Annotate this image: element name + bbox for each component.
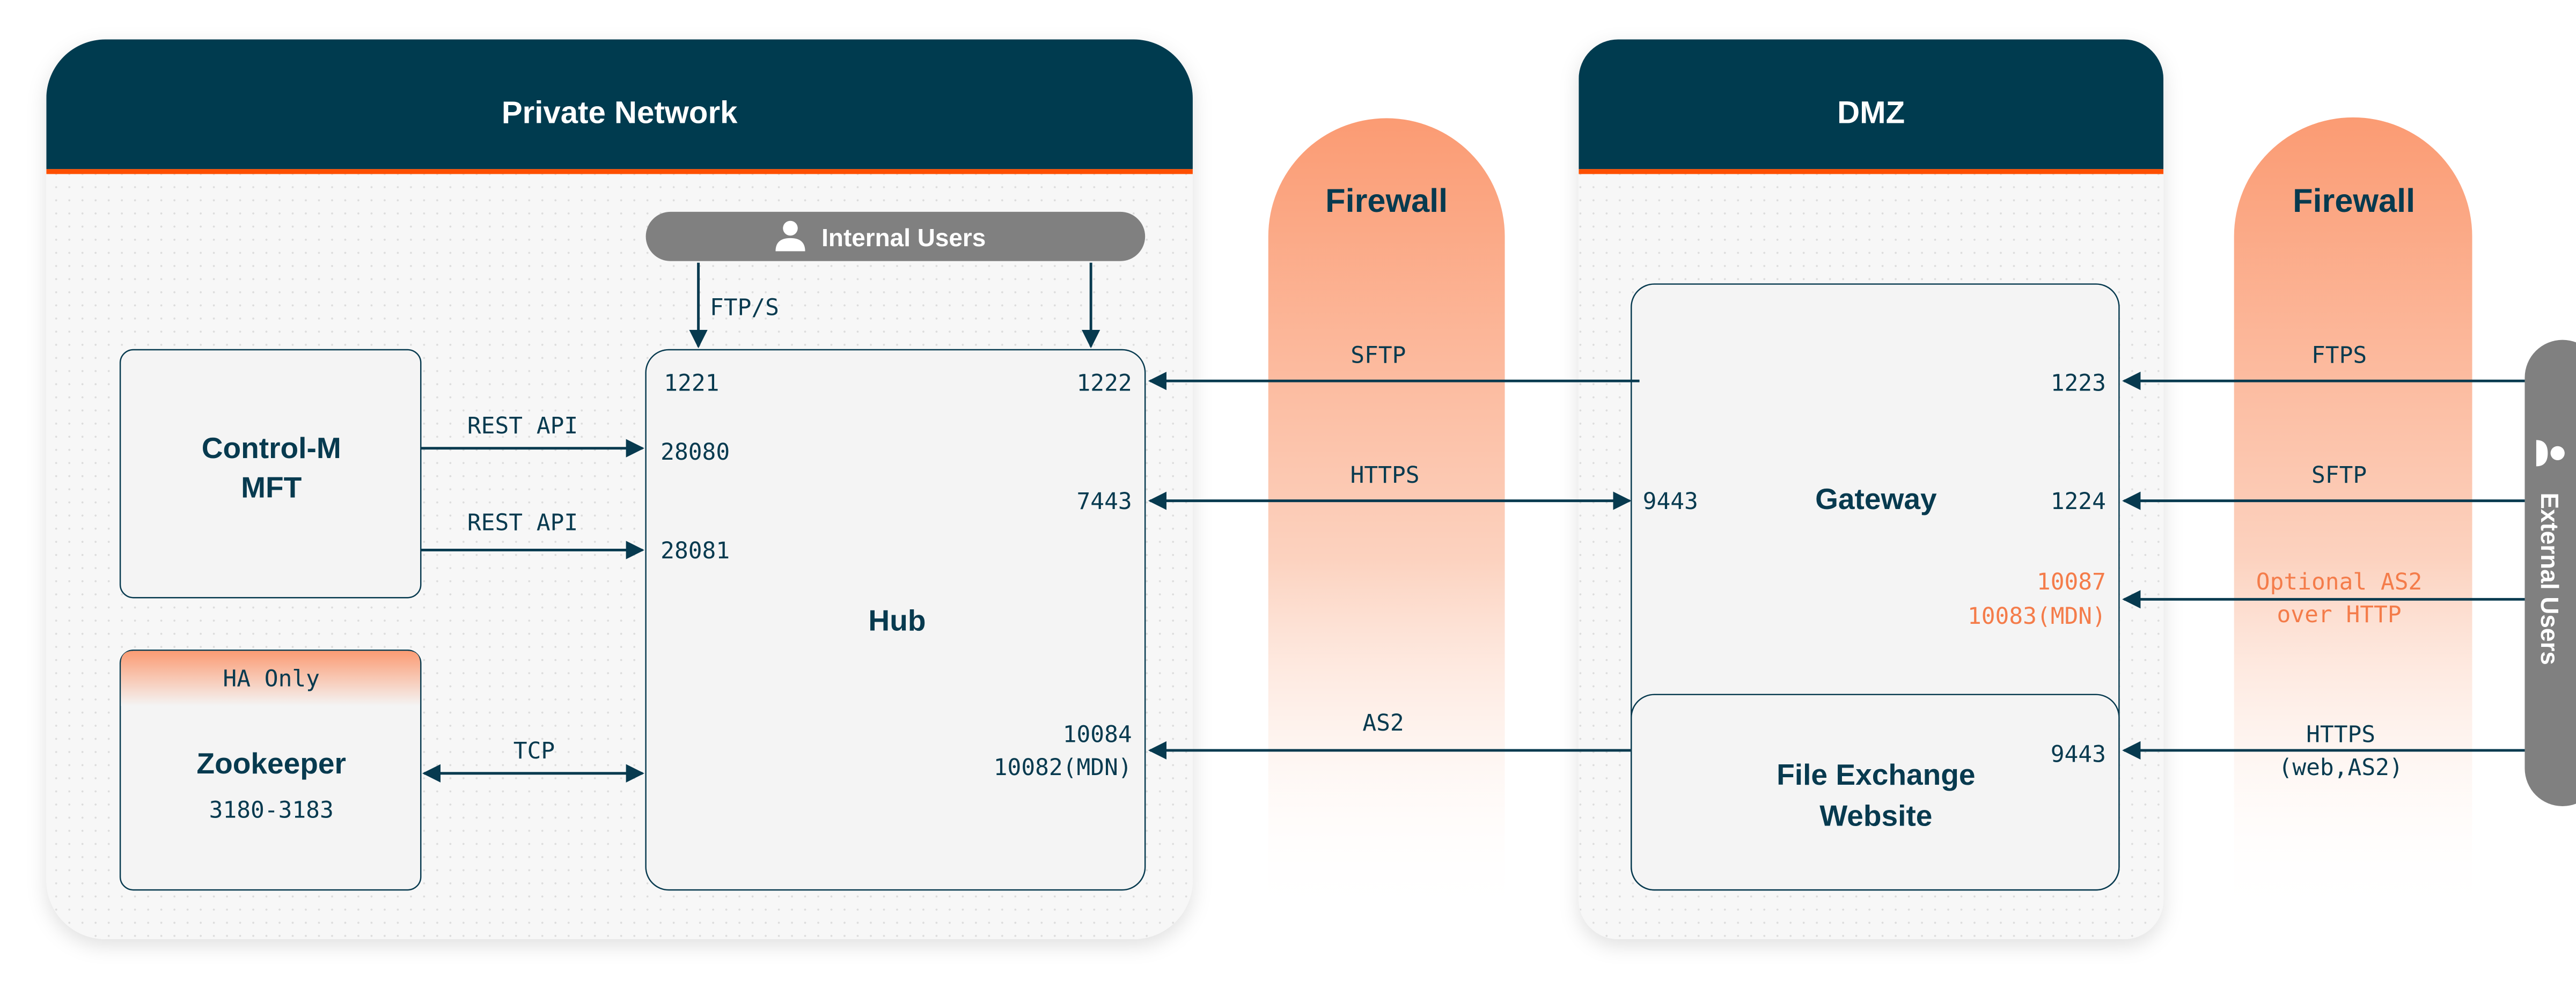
external-users-label: External Users (2536, 492, 2564, 665)
file-exchange-subtitle: Website (1819, 799, 1932, 832)
port-28080: 28080 (660, 439, 730, 466)
port-7443: 7443 (1077, 488, 1132, 515)
tcp-label: TCP (513, 738, 555, 764)
sftp-label: SFTP (1351, 342, 1406, 368)
port-1223: 1223 (2051, 370, 2106, 397)
control-m-box: Control-M MFT (119, 349, 422, 599)
zookeeper-box: HA Only Zookeeper 3180-3183 (119, 649, 422, 891)
port-28081: 28081 (660, 537, 730, 564)
rest-api-label-2: REST API (467, 510, 578, 536)
control-m-title: Control-M (202, 431, 341, 465)
port-1224: 1224 (2051, 488, 2106, 515)
https-external-label: HTTPS (2306, 721, 2375, 748)
ftps-label: FTP/S (710, 294, 779, 321)
external-users-pill: External Users (2524, 340, 2576, 806)
port-10082-mdn: 10082(MDN) (994, 754, 1132, 781)
user-icon (775, 220, 805, 252)
zookeeper-ports: 3180-3183 (209, 797, 334, 823)
optional-as2-label-2: over HTTP (2277, 601, 2401, 628)
rest-api-label-1: REST API (467, 412, 578, 439)
firewall-1-title: Firewall (1325, 182, 1448, 219)
dmz-title: DMZ (1837, 95, 1905, 130)
optional-as2-label: Optional AS2 (2256, 569, 2423, 595)
port-1221: 1221 (664, 370, 719, 397)
hub-box: Hub 1221 1222 28080 28081 7443 10084 100… (645, 349, 1146, 891)
https-label: HTTPS (1351, 462, 1420, 489)
port-10087: 10087 (2037, 569, 2106, 595)
internal-users-pill: Internal Users (645, 211, 1146, 261)
internal-users-label: Internal Users (821, 224, 986, 252)
port-10084: 10084 (1063, 721, 1132, 748)
port-1222: 1222 (1077, 370, 1132, 397)
sftp-external-label: SFTP (2311, 462, 2367, 489)
user-icon (2536, 440, 2565, 467)
port-10083-mdn: 10083(MDN) (1968, 603, 2106, 630)
firewall-2: Firewall (2234, 117, 2472, 920)
zookeeper-title: Zookeeper (196, 747, 346, 780)
hub-title: Hub (868, 603, 926, 637)
gateway-port-9443: 9443 (1643, 488, 1698, 515)
file-exchange-title: File Exchange (1777, 758, 1975, 791)
file-exchange-port: 9443 (2051, 741, 2106, 768)
file-exchange-box: File Exchange Website 9443 (1631, 694, 2120, 891)
private-network-title: Private Network (502, 95, 738, 130)
firewall-1: Firewall (1268, 118, 1505, 920)
gateway-title: Gateway (1815, 482, 1937, 515)
ftps-external-label: FTPS (2311, 342, 2367, 368)
https-external-label-2: (web,AS2) (2279, 754, 2403, 781)
ha-only-badge: HA Only (223, 666, 320, 692)
firewall-2-title: Firewall (2293, 182, 2415, 219)
as2-label: AS2 (1362, 710, 1404, 736)
control-m-subtitle: MFT (241, 471, 302, 504)
